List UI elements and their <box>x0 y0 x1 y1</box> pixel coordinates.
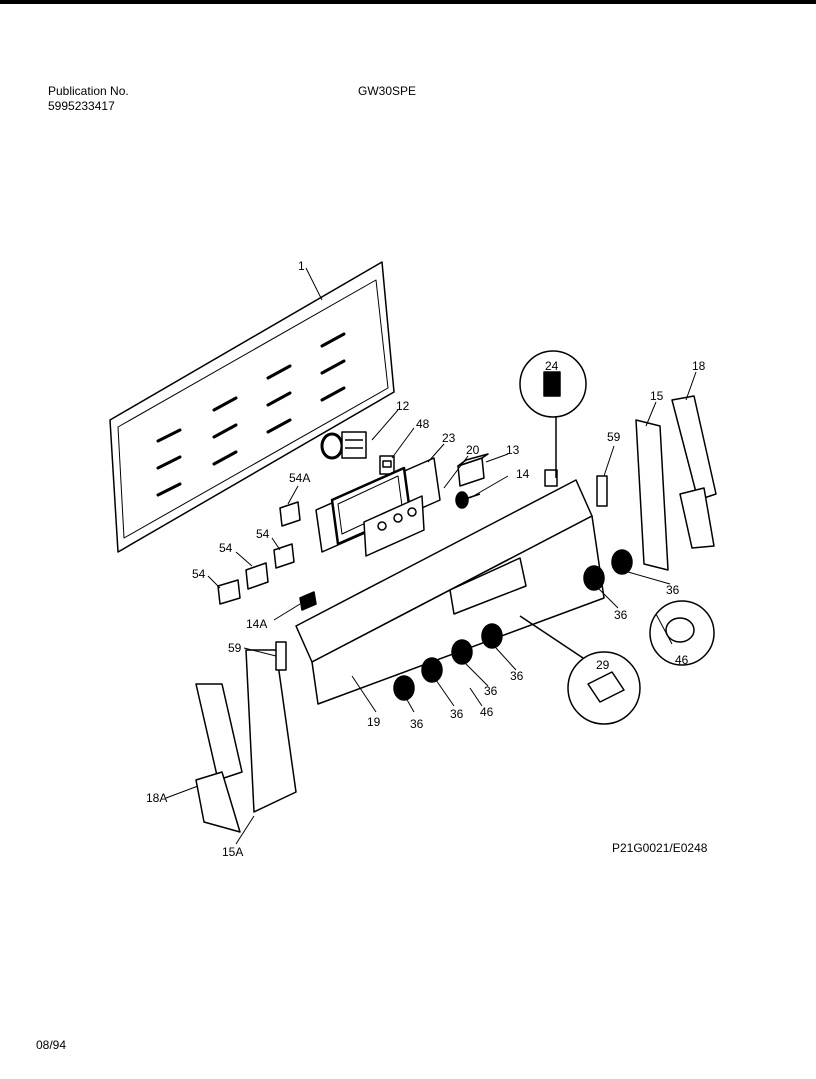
part-15A-left-bracket <box>245 649 297 813</box>
callout-19: 19 <box>367 715 381 729</box>
publication-number: 5995233417 <box>48 99 115 113</box>
reference-code: P21G0021/E0248 <box>612 841 708 855</box>
callout-1: 1 <box>298 259 305 273</box>
callout-36-b: 36 <box>614 608 628 622</box>
callout-23: 23 <box>442 431 456 445</box>
callout-14A: 14A <box>246 617 267 631</box>
callout-54-c: 54 <box>192 567 206 581</box>
part-15-right-bracket <box>635 419 669 571</box>
callout-54-b: 54 <box>219 541 233 555</box>
callout-36-e: 36 <box>450 707 464 721</box>
callout-46-b: 46 <box>480 705 494 719</box>
callout-36-c: 36 <box>510 669 524 683</box>
callout-18A: 18A <box>146 791 167 805</box>
part-14A-clip <box>299 591 317 611</box>
callout-15: 15 <box>650 389 664 403</box>
model-number: GW30SPE <box>358 84 417 98</box>
callout-46-a: 46 <box>675 653 689 667</box>
callout-54A: 54A <box>289 471 310 485</box>
callout-48: 48 <box>416 417 430 431</box>
control-panel <box>295 372 605 705</box>
callout-36-d: 36 <box>484 684 498 698</box>
part-13-switch <box>457 453 489 487</box>
vent-slots <box>156 332 346 497</box>
back-panel <box>109 261 395 553</box>
part-59-left-clip <box>275 641 287 671</box>
callout-36-f: 36 <box>410 717 424 731</box>
part-29-detail <box>519 615 641 725</box>
callout-24: 24 <box>545 359 559 373</box>
callout-13: 13 <box>506 443 520 457</box>
part-59-right-clip <box>596 475 608 507</box>
part-18A-left-trim <box>195 683 243 833</box>
knobs-36 <box>393 549 633 701</box>
publication-date: 08/94 <box>36 1038 67 1052</box>
callout-labels: 1 12 48 23 20 13 14 24 18 15 59 54A 54 5… <box>146 259 706 859</box>
callout-59-left: 59 <box>228 641 242 655</box>
callout-15A: 15A <box>222 845 243 859</box>
callout-29: 29 <box>596 658 610 672</box>
part-23-clock-bezel <box>315 457 441 557</box>
callout-12: 12 <box>396 399 410 413</box>
callout-20: 20 <box>466 443 480 457</box>
publication-label: Publication No. <box>48 84 129 98</box>
part-12-switch <box>320 431 367 460</box>
part-46-detail <box>649 600 715 666</box>
part-54-switches <box>217 501 301 605</box>
callout-59-right: 59 <box>607 430 621 444</box>
callout-54-a: 54 <box>256 527 270 541</box>
callout-36-a: 36 <box>666 583 680 597</box>
callout-18: 18 <box>692 359 706 373</box>
leader-lines <box>165 267 697 845</box>
part-18-right-trim <box>671 395 717 549</box>
part-24-detail <box>519 350 587 418</box>
top-border <box>0 0 816 4</box>
part-48-bracket <box>379 455 395 475</box>
callout-14: 14 <box>516 467 530 481</box>
